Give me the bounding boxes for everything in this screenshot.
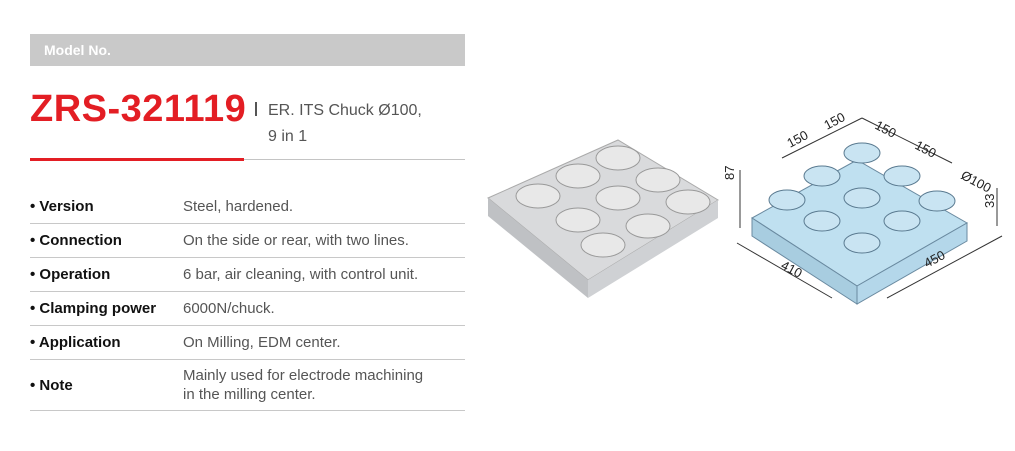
spec-row: • Clamping power 6000N/chuck. xyxy=(30,292,465,326)
dimension-diagram: 150 150 150 150 87 Ø100 33 410 450 xyxy=(722,109,1003,305)
spec-row: • Application On Milling, EDM center. xyxy=(30,326,465,360)
dim-label: 150 xyxy=(821,109,847,132)
spec-row: • Note Mainly used for electrode machinin… xyxy=(30,360,465,411)
product-description: ER. ITS Chuck Ø100, 9 in 1 xyxy=(268,98,422,150)
spec-value: On Milling, EDM center. xyxy=(183,334,341,351)
title-underline xyxy=(244,159,465,160)
spec-value: 6000N/chuck. xyxy=(183,300,275,317)
spec-value: Steel, hardened. xyxy=(183,198,294,215)
dim-label: 87 xyxy=(722,166,737,180)
model-no-label: Model No. xyxy=(44,42,111,58)
spec-value: Mainly used for electrode machining in th… xyxy=(183,366,423,404)
description-line: ER. ITS Chuck Ø100, xyxy=(268,102,422,119)
spec-value: On the side or rear, with two lines. xyxy=(183,232,409,249)
title-underline-accent xyxy=(30,158,244,161)
model-no-header: Model No. xyxy=(30,34,465,66)
description-line: 9 in 1 xyxy=(268,128,308,145)
spec-label: • Application xyxy=(30,334,121,351)
dim-label: 150 xyxy=(873,117,899,140)
dim-label: 150 xyxy=(784,127,810,150)
spec-row: • Version Steel, hardened. xyxy=(30,190,465,224)
spec-value: 6 bar, air cleaning, with control unit. xyxy=(183,266,419,283)
spec-label: • Operation xyxy=(30,266,111,283)
model-number: ZRS-321119 xyxy=(30,88,247,130)
spec-row: • Connection On the side or rear, with tw… xyxy=(30,224,465,258)
spec-row: • Operation 6 bar, air cleaning, with con… xyxy=(30,258,465,292)
spec-label: • Clamping power xyxy=(30,300,157,317)
dim-label: 33 xyxy=(982,194,997,208)
title-separator xyxy=(255,102,257,116)
spec-label: • Note xyxy=(30,376,73,394)
spec-label: • Version xyxy=(30,198,94,215)
spec-label: • Connection xyxy=(30,232,122,249)
spec-value-line: in the milling center. xyxy=(183,386,316,403)
product-photo xyxy=(487,139,719,298)
spec-value-line: Mainly used for electrode machining xyxy=(183,367,424,384)
dim-label: 150 xyxy=(913,137,939,160)
dim-label: Ø100 xyxy=(959,167,994,195)
